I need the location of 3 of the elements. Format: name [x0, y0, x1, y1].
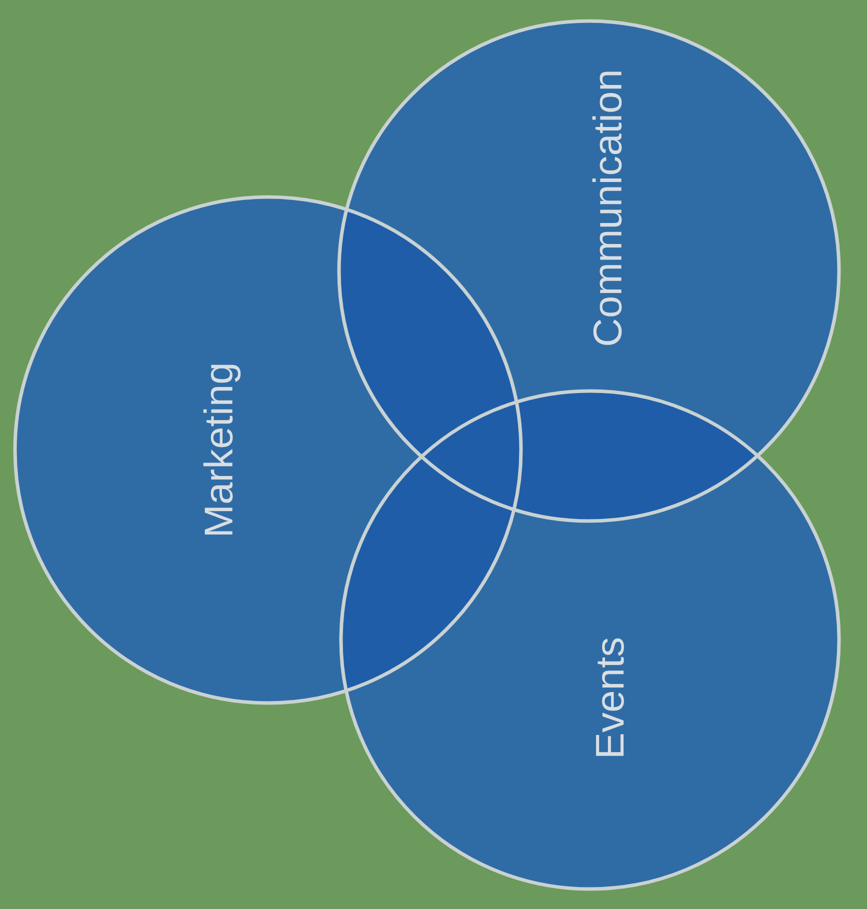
circle-label: Events	[596, 638, 624, 756]
circle-label: Marketing	[203, 364, 241, 535]
circle-label: Communication	[592, 72, 622, 345]
